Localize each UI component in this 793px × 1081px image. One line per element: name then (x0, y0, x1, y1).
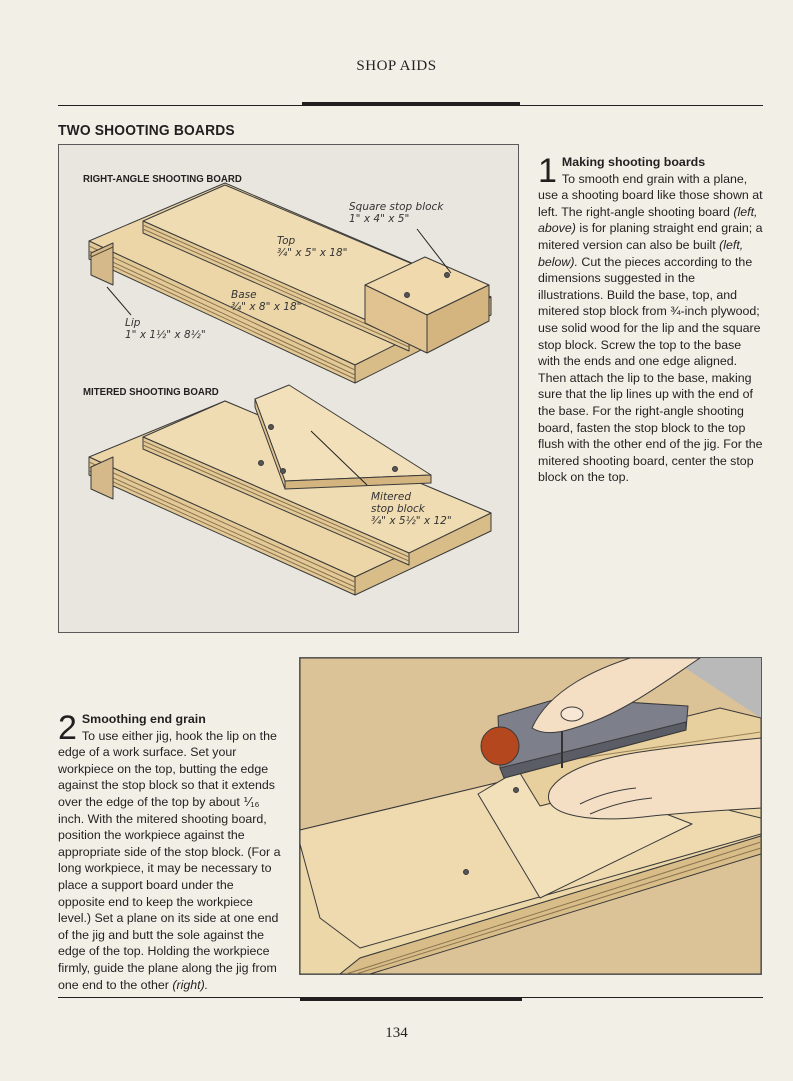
label-mitered-board: MITERED SHOOTING BOARD (83, 386, 219, 398)
screw (280, 468, 286, 474)
screw (404, 292, 410, 298)
section-title: TWO SHOOTING BOARDS (58, 122, 235, 139)
callout-base: Base ¾" x 8" x 18" (231, 289, 302, 313)
thumbnail (560, 706, 584, 722)
shooting-boards-illustration: RIGHT-ANGLE SHOOTING BOARD MITERED SHOOT… (58, 144, 519, 633)
screw (513, 787, 519, 793)
mi-stop-block-long (284, 474, 432, 490)
callout-top: Top ¾" x 5" x 18" (277, 235, 348, 259)
step-heading: Making shooting boards (561, 155, 706, 169)
mi-lip (90, 456, 114, 500)
step-reference: (left, below). (538, 237, 744, 269)
mi-stop-block-top (254, 384, 432, 482)
bottom-rule-bar (300, 997, 522, 1001)
top-rule-bar (302, 102, 520, 106)
step-text: To smooth end grain with a plane, use a … (538, 171, 763, 219)
screw (258, 460, 264, 466)
step-2: 2 Smoothing end grain To use either jig,… (58, 711, 283, 993)
step-number: 2 (58, 709, 77, 747)
callout-lip: Lip 1" x 1½" x 8½" (125, 317, 206, 341)
leader-mitered-stop (310, 430, 368, 486)
boards-drawing (88, 182, 492, 596)
step-text: is for planing straight end grain; a mit… (538, 221, 763, 252)
planing-drawing (300, 658, 761, 974)
step-reference: (left, above) (538, 204, 758, 236)
screw (268, 424, 274, 430)
leader-lip (106, 286, 132, 316)
ra-stop-block-side (426, 284, 490, 354)
screw (444, 272, 450, 278)
step-heading: Smoothing end grain (81, 712, 206, 726)
leader-square-stop (416, 228, 452, 274)
step-text: To use either jig, hook the lip on the e… (58, 728, 281, 992)
ra-lip (90, 242, 114, 286)
step-reference: (right). (172, 977, 209, 992)
step-text: Cut the pieces according to the dimensio… (538, 254, 763, 485)
step-number: 1 (538, 152, 557, 190)
step-1: 1 Making shooting boards To smooth end g… (538, 154, 763, 486)
callout-mitered-stop-block: Mitered stop block ¾" x 5½" x 12" (371, 491, 452, 527)
page-number: 134 (385, 1025, 408, 1041)
plane-sole (499, 721, 687, 779)
running-head: SHOP AIDS (356, 58, 437, 74)
screw (463, 869, 469, 875)
board-base-edge (339, 835, 761, 974)
label-right-angle-board: RIGHT-ANGLE SHOOTING BOARD (83, 173, 242, 185)
callout-square-stop-block: Square stop block 1" x 4" x 5" (349, 201, 444, 225)
right-hand (548, 737, 761, 820)
planing-illustration (299, 657, 762, 975)
plane-knob (480, 726, 520, 766)
screw (392, 466, 398, 472)
